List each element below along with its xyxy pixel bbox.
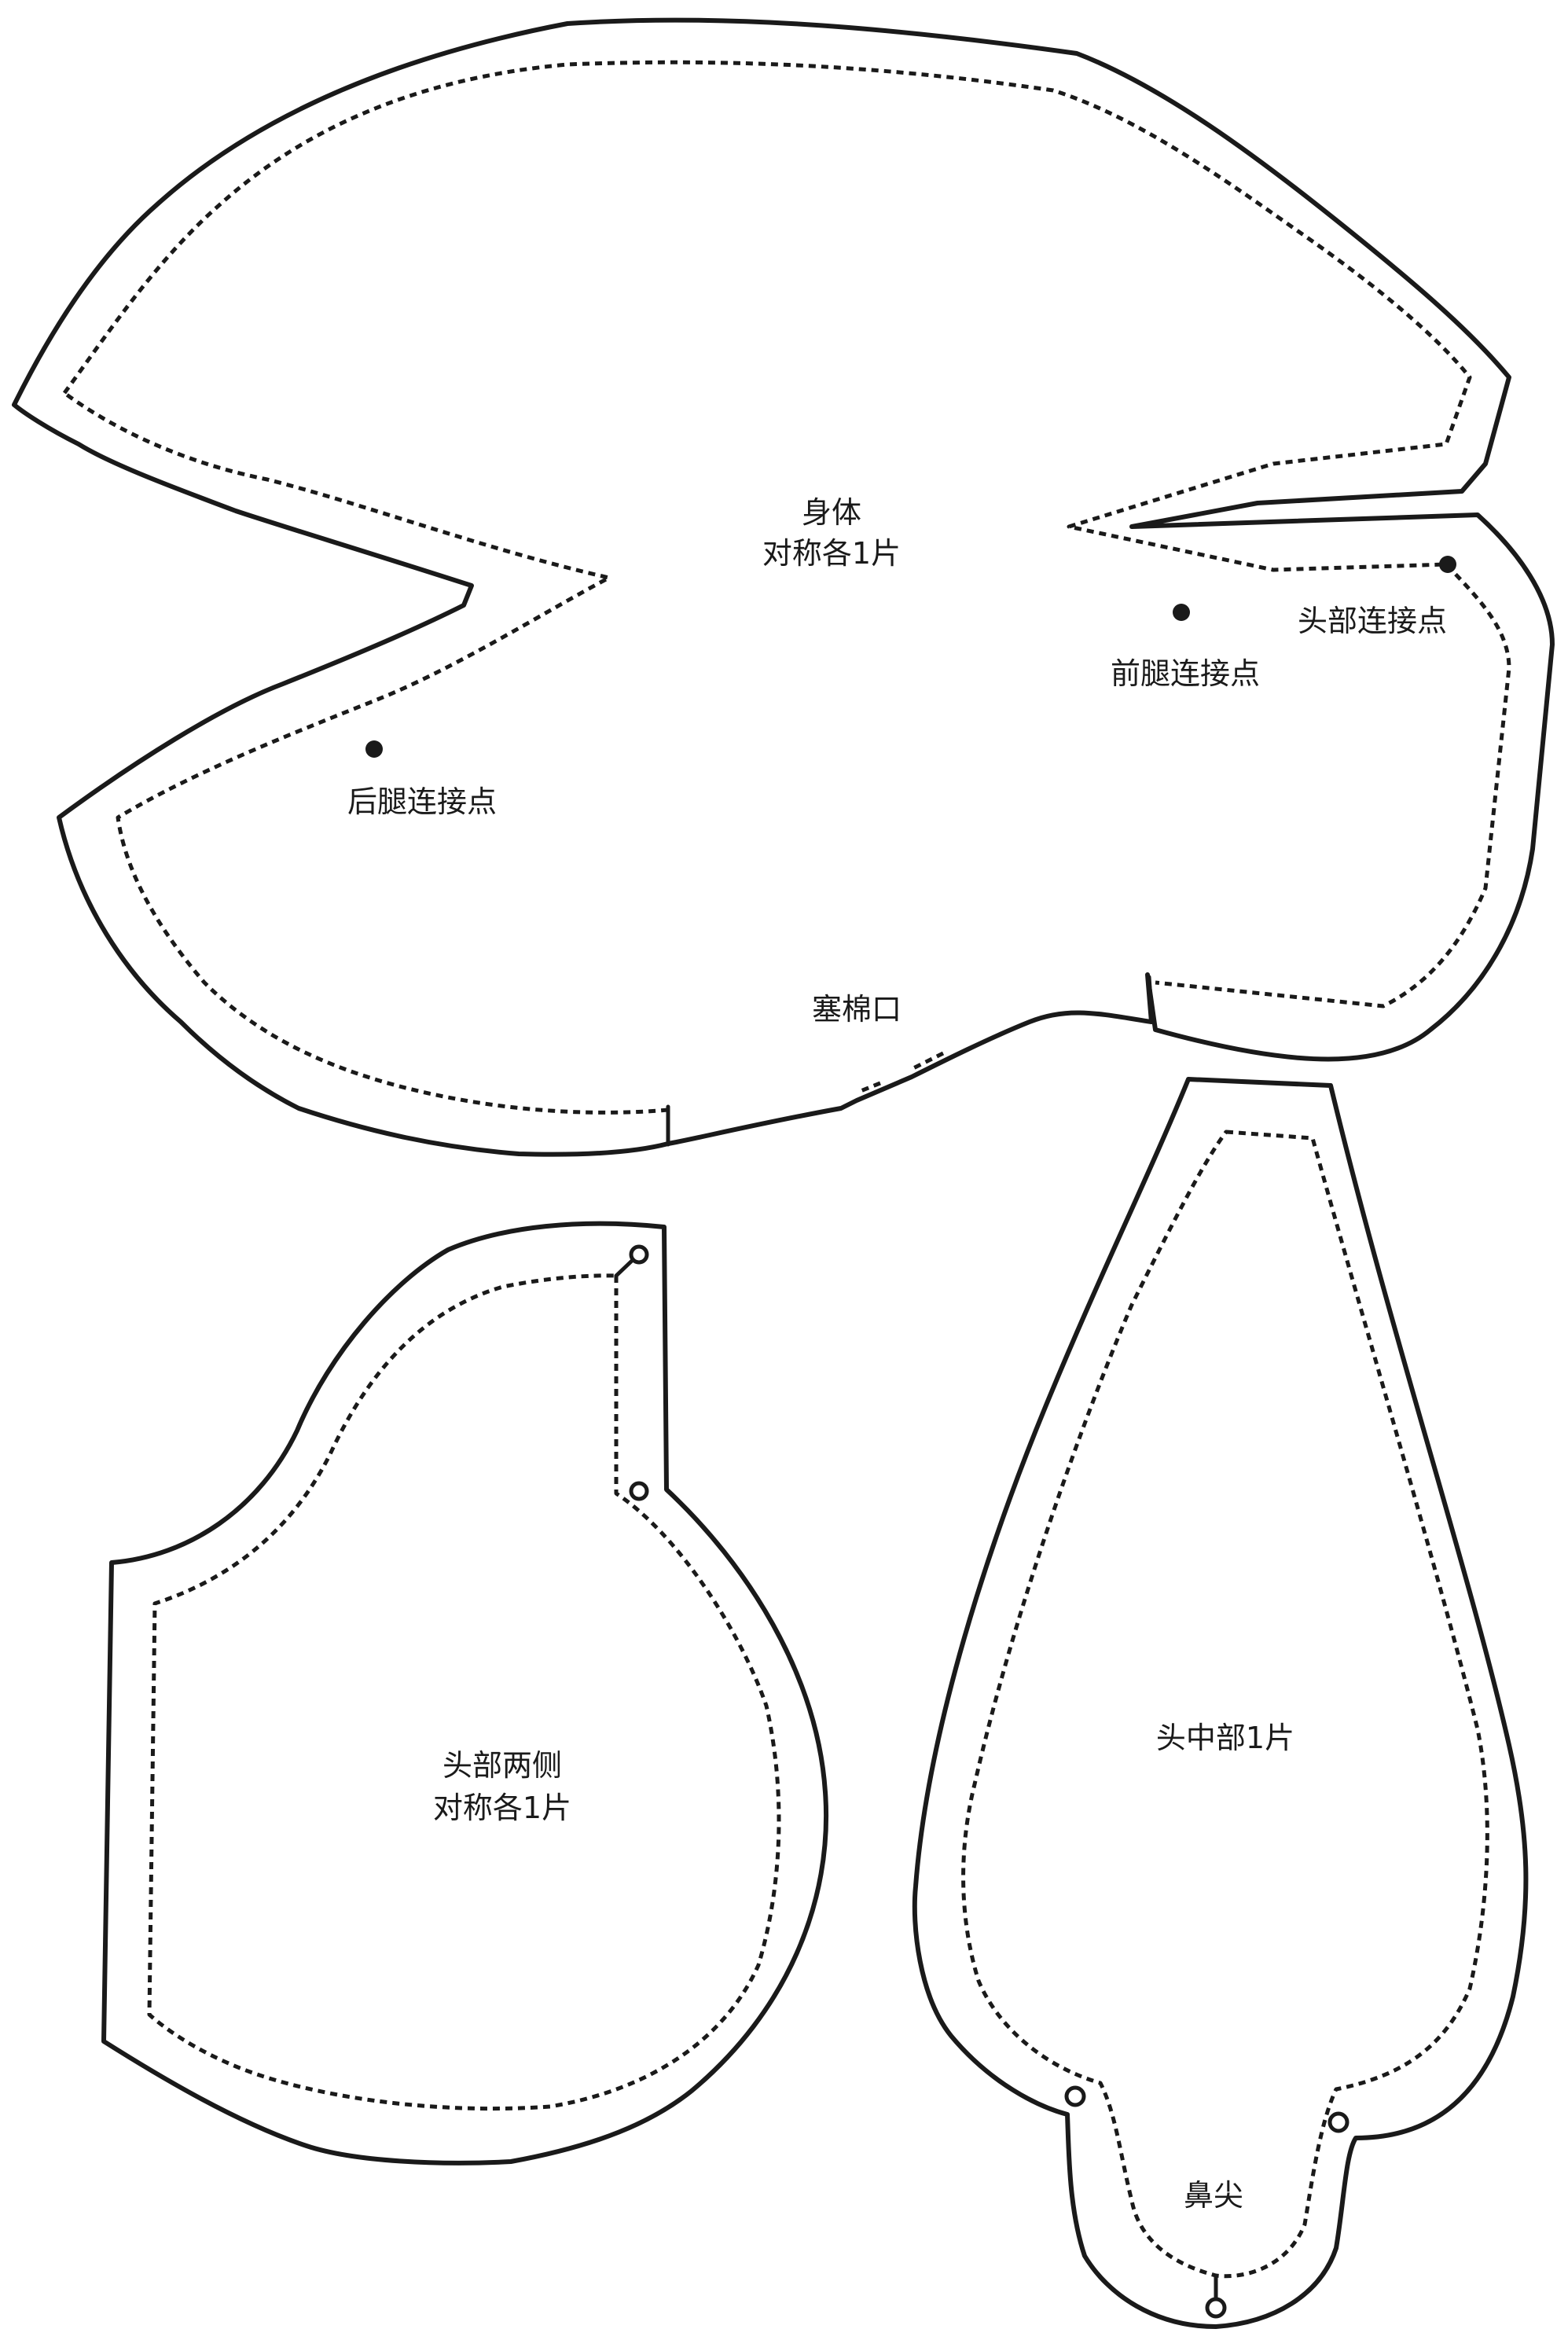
head-center-cut-line [912,1077,1529,2329]
head-side-top-match-tick [614,1258,635,1278]
stuffing-opening-label: 塞棉口 [812,992,902,1027]
head-side-cut-line [101,1221,828,2166]
head-side-seam-line [147,1273,781,2111]
head-center-pattern-piece: 头中部1片 鼻尖 [912,1077,1529,2329]
nose-tip-label: 鼻尖 [1184,2178,1243,2213]
stuffing-opening-right-tick [1147,975,1155,1024]
head-center-seam-line [961,1130,1489,2279]
head-center-left-match-mark [1064,2085,1086,2107]
head-side-pattern-piece: 头部两侧 对称各1片 [101,1221,828,2166]
body-seam-line [62,60,1511,1008]
head-side-cut-instruction: 对称各1片 [433,1791,571,1825]
back-leg-joint-label: 后腿连接点 [347,784,497,819]
head-side-piece-name: 头部两侧 [442,1748,562,1783]
body-cut-instruction: 对称各1片 [762,536,901,571]
body-seam-line-lower [63,391,945,1115]
front-leg-joint-label: 前腿连接点 [1111,656,1260,691]
nose-tip-match-mark [1205,2297,1227,2319]
back-leg-joint-dot [365,740,383,758]
head-center-piece-name: 头中部1片 [1156,1721,1294,1755]
head-side-middle-match-mark [629,1481,649,1501]
head-center-right-match-mark [1327,2111,1350,2133]
front-leg-joint-dot [1173,604,1190,621]
head-joint-label: 头部连接点 [1298,604,1447,638]
head-side-top-match-mark [629,1244,649,1265]
head-joint-dot [1439,556,1456,573]
body-pattern-piece: 身体 对称各1片 头部连接点 前腿连接点 后腿连接点 塞棉口 [12,17,1555,1157]
body-piece-name: 身体 [802,495,861,530]
body-cut-line [12,17,1555,1157]
